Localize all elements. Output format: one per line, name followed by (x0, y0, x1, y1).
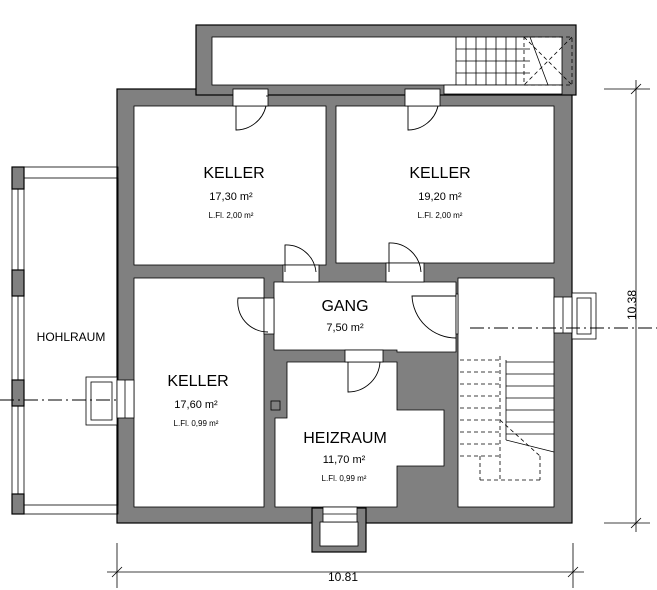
keller-ne-name: KELLER (409, 165, 470, 182)
keller-sw-name: KELLER (167, 373, 228, 390)
keller-sw-area: 17,60 m² (174, 399, 218, 411)
dimension-width (107, 543, 584, 588)
keller-ne-lfl: L.Fl. 2,00 m² (418, 211, 463, 220)
heizraum-interior (274, 361, 445, 508)
axis-lines (0, 327, 657, 401)
gang-area: 7,50 m² (326, 322, 364, 334)
dimension-height (604, 80, 650, 532)
room-labels: KELLER 17,30 m² L.Fl. 2,00 m² KELLER 19,… (37, 165, 471, 483)
hohlraum-area (11, 166, 119, 515)
keller-nw-lfl: L.Fl. 2,00 m² (209, 211, 254, 220)
windows (85, 292, 597, 523)
hohlraum-name: HOHLRAUM (37, 330, 106, 344)
keller-ne-area: 19,20 m² (418, 191, 462, 203)
bottom-lightwell-interior (319, 521, 359, 547)
height-dimension-label: 10.38 (625, 290, 639, 320)
hohlraum-inner (23, 177, 119, 506)
annex-stair (455, 36, 573, 86)
stairs (455, 36, 573, 481)
gang-name: GANG (321, 298, 368, 315)
hohlraum-post-bottom (11, 493, 25, 515)
gang-interior (273, 281, 457, 353)
width-dimension-label: 10.81 (328, 570, 358, 584)
heizraum-area: 11,70 m² (323, 454, 366, 466)
keller-nw-area: 17,30 m² (209, 191, 253, 203)
doors (232, 84, 563, 393)
dimension-labels: 10.81 10.38 (328, 290, 639, 584)
room-interiors (133, 36, 563, 547)
cellar-stair (460, 356, 555, 481)
keller-sw-lfl: L.Fl. 0,99 m² (174, 419, 219, 428)
heizraum-lfl: L.Fl. 0,99 m² (322, 474, 367, 483)
hohlraum-post-top (11, 166, 25, 190)
keller-nw-interior (133, 105, 327, 266)
hohlraum-post-mid2 (11, 379, 25, 407)
keller-ne-interior (335, 105, 555, 264)
keller-sw-interior (133, 277, 265, 508)
keller-nw-name: KELLER (203, 165, 264, 182)
chimney (270, 400, 281, 411)
heizraum-name: HEIZRAUM (303, 430, 387, 447)
hohlraum-post-mid1 (11, 269, 25, 297)
